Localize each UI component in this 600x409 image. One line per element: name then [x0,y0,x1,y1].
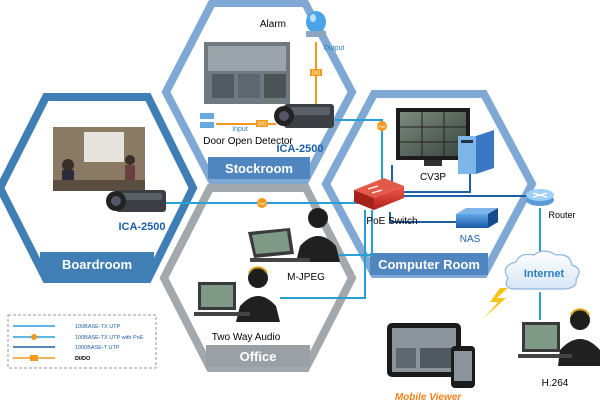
zone-label-computer-room: Computer Room [378,257,480,272]
door-detector-icon [200,113,214,128]
mjpeg-label: M-JPEG [287,272,325,283]
monitor-icon [396,108,470,166]
link-stockroom-camera-poe [335,119,383,192]
poe-switch-label: PoE Switch [366,216,417,227]
link-switch-server [400,168,471,193]
h264-label: H.264 [542,378,569,389]
internet-cloud-icon [504,250,580,290]
router-label: Router [548,210,575,220]
svg-text:DIO: DIO [258,122,267,128]
mjpeg-user-icon [248,208,340,262]
svg-text:PoE: PoE [378,124,386,129]
internet-label: Internet [524,268,565,280]
zone-label-boardroom: Boardroom [62,257,132,272]
output-label: Output [323,45,344,52]
poe-badge-stockroom: PoE [377,121,387,131]
legend: 100BASE-TX UTP 100BASE-TX UTP with PoE 1… [7,314,157,369]
server-icon [458,130,494,174]
camera-stockroom-icon [274,104,334,128]
two-way-audio-user-icon [194,266,280,322]
nas-label: NAS [460,234,481,245]
poe-switch-icon [354,178,404,210]
legend-item-poe: 100BASE-TX UTP with PoE [13,334,144,341]
camera-boardroom-icon [106,190,166,212]
router-icon [526,189,554,206]
legend-item-utp: 100BASE-TX UTP [13,324,121,330]
svg-text:PoE: PoE [258,201,266,206]
legend-label-dido: DI/DO [75,356,91,362]
svg-text:DIO: DIO [312,71,321,77]
zone-label-stockroom: Stockroom [225,161,293,176]
nas-icon [456,208,498,228]
input-label: Input [232,126,248,133]
poe-badge-boardroom: PoE [257,198,267,208]
connection-lines [160,42,541,320]
legend-label-utp: 100BASE-TX UTP [75,324,121,330]
alarm-light-icon [306,11,326,37]
tablet-icon [387,323,461,377]
warehouse-photo [204,42,290,104]
legend-label-poe: 100BASE-TX UTP with PoE [75,335,144,341]
legend-item-gig: 1000BASE-T UTP [13,345,120,351]
link-switch-twoway [280,210,366,299]
two-way-audio-label: Two Way Audio [212,332,281,343]
door-detector-label: Door Open Detector [203,136,293,147]
monitor-label: CV3P [420,172,446,183]
phone-icon [451,346,475,388]
link-switch-nas [389,212,462,223]
camera-boardroom-label: ICA-2500 [118,221,165,233]
lightning-icon [484,288,508,318]
dio-badge-input: DIO [256,120,268,128]
legend-label-gig: 1000BASE-T UTP [75,345,120,351]
mobile-viewer-label: Mobile Viewer [395,392,462,403]
dio-badge-output: DIO [310,69,322,77]
legend-item-dido: DI/DO [13,355,91,362]
camera-stockroom-label: ICA-2500 [276,143,323,155]
h264-user-icon [518,308,600,366]
zone-label-office: Office [240,349,277,364]
link-switch-mjpeg [338,210,373,256]
alarm-label: Alarm [260,19,286,30]
meeting-photo [53,127,145,191]
